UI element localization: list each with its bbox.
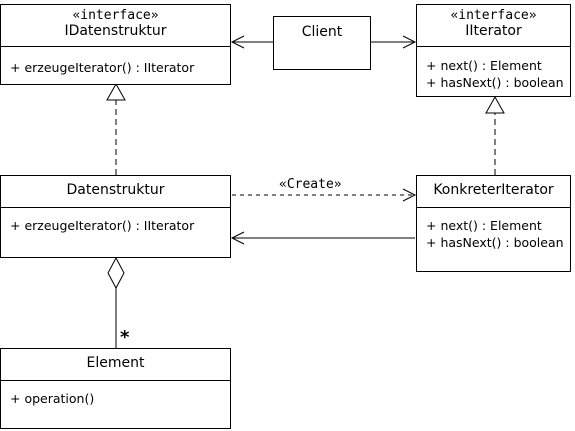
client-name: Client [301, 24, 343, 40]
datenstruktur-operations: + erzeugeIterator() : IIterator [10, 217, 226, 234]
iiterator-operation-hasnext: + hasNext() : boolean [426, 75, 564, 90]
datenstruktur-realization-arrowhead [106, 82, 126, 101]
konkreteriterator-operations: + next() : Element + hasNext() : boolean [426, 217, 566, 251]
element-class-box: Element + operation() [0, 348, 231, 429]
create-dependency-label: «Create» [279, 177, 342, 192]
client-class-box: Client [273, 16, 371, 70]
element-header: Element [1, 349, 230, 381]
aggregation-multiplicity: * [120, 327, 130, 348]
idatenstruktur-header: «interface» IDatenstruktur [1, 5, 230, 47]
idatenstruktur-class-box: «interface» IDatenstruktur + erzeugeIter… [0, 4, 231, 85]
iiterator-class-box: «interface» IIterator + next() : Element… [416, 4, 571, 97]
create-dependency-arrowhead [402, 188, 417, 202]
idatenstruktur-stereotype: «interface» [72, 8, 159, 23]
datenstruktur-operation: + erzeugeIterator() : IIterator [10, 218, 195, 233]
aggregation-diamond [107, 256, 125, 290]
client-to-iiterator-arrowhead [402, 35, 417, 49]
element-operation: + operation() [10, 391, 95, 406]
iiterator-header: «interface» IIterator [417, 5, 570, 47]
iiterator-stereotype: «interface» [450, 8, 537, 23]
iterator-to-datenstruktur-arrowhead [230, 231, 245, 245]
datenstruktur-name: Datenstruktur [66, 182, 165, 198]
client-to-idatenstruktur-arrowhead [230, 35, 245, 49]
datenstruktur-header: Datenstruktur [1, 176, 230, 208]
idatenstruktur-operation: + erzeugeIterator() : IIterator [10, 60, 195, 75]
konkreteriterator-header: KonkreterIterator [417, 176, 570, 208]
element-operations: + operation() [10, 390, 226, 407]
element-name: Element [86, 355, 145, 371]
konkreteriterator-class-box: KonkreterIterator + next() : Element + h… [416, 175, 571, 272]
datenstruktur-class-box: Datenstruktur + erzeugeIterator() : IIte… [0, 175, 231, 258]
iiterator-operations: + next() : Element + hasNext() : boolean [426, 57, 566, 91]
idatenstruktur-name: IDatenstruktur [64, 23, 167, 39]
konkreteriterator-name: KonkreterIterator [433, 182, 554, 198]
konkreteriterator-operation-next: + next() : Element [426, 218, 542, 233]
konkreteriterator-operation-hasnext: + hasNext() : boolean [426, 235, 564, 250]
idatenstruktur-operations: + erzeugeIterator() : IIterator [10, 59, 226, 76]
iiterator-name: IIterator [465, 23, 522, 39]
konkreteriterator-realization-arrowhead [485, 95, 505, 114]
iiterator-operation-next: + next() : Element [426, 58, 542, 73]
